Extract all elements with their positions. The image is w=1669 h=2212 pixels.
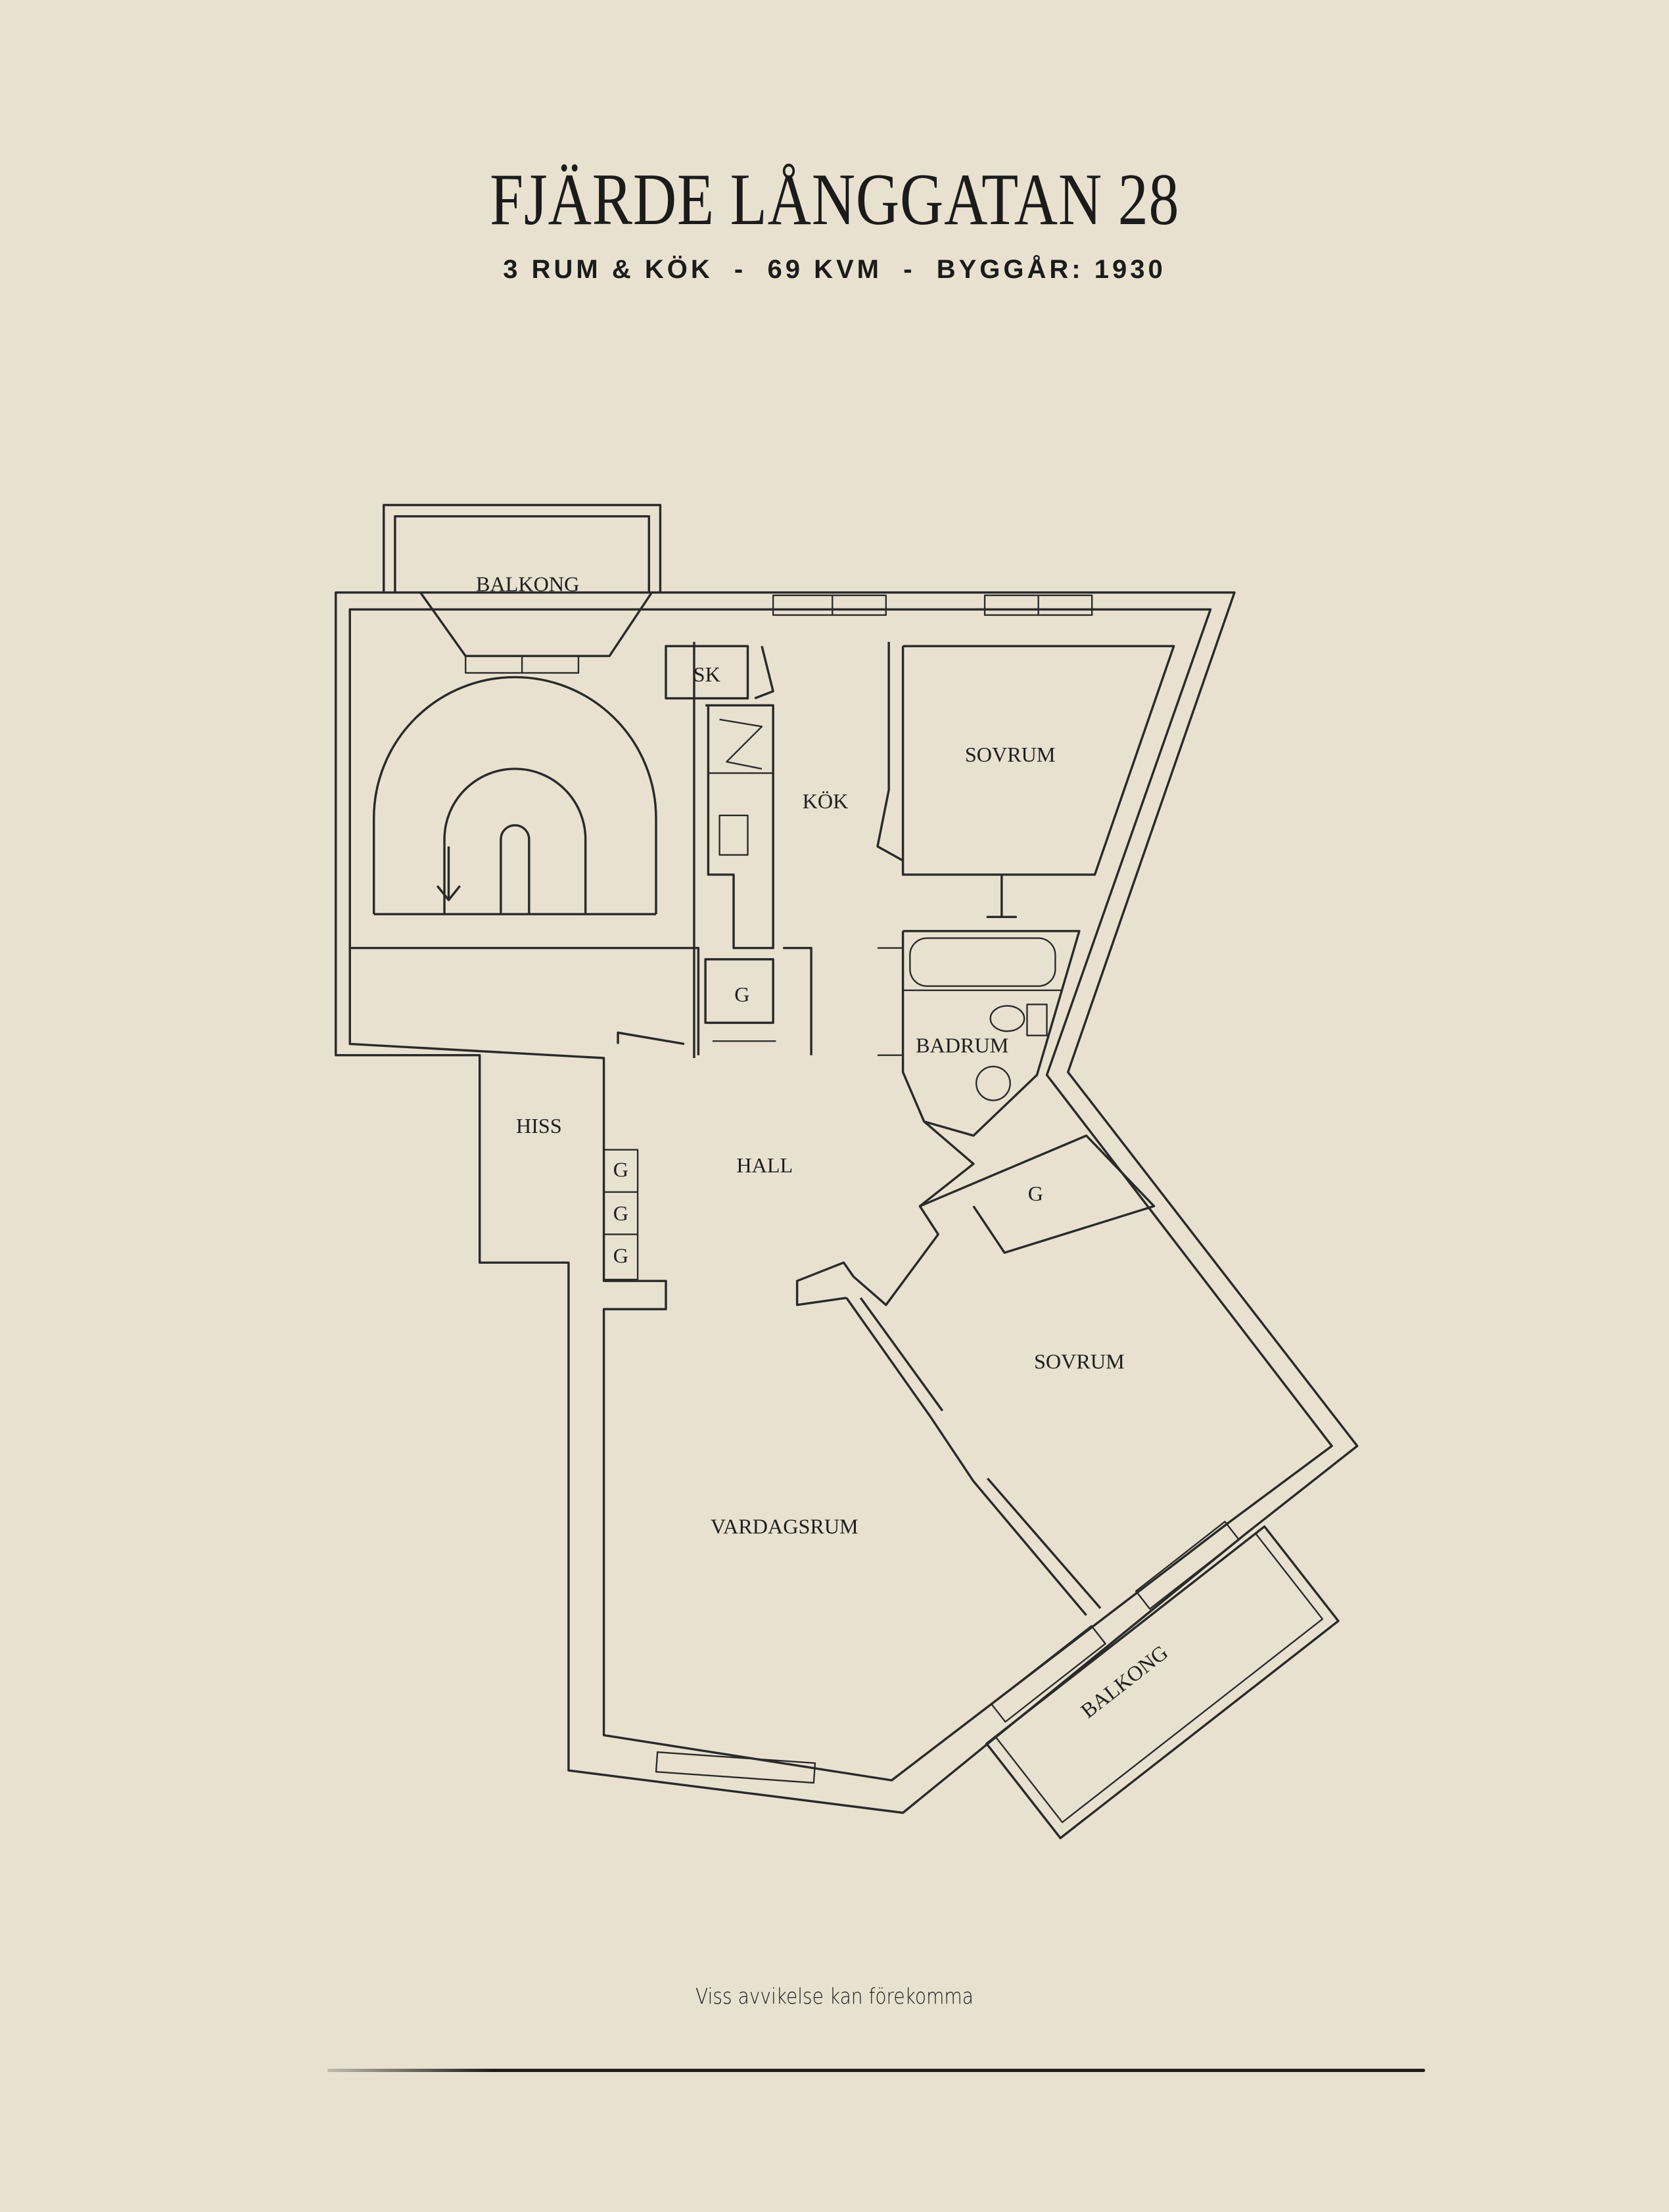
property-summary: 3 RUM & KÖK - 69 KVM - BYGGÅR: 1930 (503, 255, 1166, 284)
room-label-g: G (1028, 1182, 1043, 1205)
windows (655, 594, 1093, 1784)
room-label-balkong: BALKONG (1076, 1640, 1172, 1722)
room-label-sk: SK (693, 662, 720, 686)
room-label-hiss: HISS (516, 1114, 562, 1138)
room-label-sovrum: SOVRUM (965, 743, 1056, 766)
room-label-g: G (613, 1201, 628, 1225)
room-label-vardagsrum: VARDAGSRUM (711, 1514, 858, 1538)
hall-walls (603, 1120, 1156, 1617)
disclaimer: Viss avvikelse kan förekomma (695, 1983, 974, 2009)
top-balcony (383, 503, 662, 674)
room-label-hall: HALL (736, 1153, 793, 1177)
stairwell (350, 676, 700, 1055)
divider-line (327, 2069, 1425, 2072)
room-label-balkong: BALKONG (476, 572, 579, 595)
room-label-g: G (613, 1243, 628, 1267)
kitchen (665, 641, 904, 1059)
room-label-g: G (613, 1157, 628, 1181)
toilet-icon (989, 1005, 1025, 1032)
stove-icon (719, 718, 763, 770)
bedroom-top-walls (901, 645, 1175, 919)
room-label-g: G (734, 982, 749, 1006)
room-label-badrum: BADRUM (916, 1033, 1008, 1057)
bathroom (901, 930, 1081, 1137)
room-label-kok: KÖK (803, 789, 849, 813)
page-title: FJÄRDE LÅNGGATAN 28 (0, 163, 1669, 237)
bottom-balcony (985, 1521, 1340, 1839)
outer-wall (335, 591, 1359, 1814)
room-label-sovrum: SOVRUM (1034, 1349, 1125, 1373)
inner-wall (348, 608, 1333, 1782)
sink-icon (976, 1065, 1011, 1101)
title-text: FJÄRDE LÅNGGATAN 28 (489, 159, 1180, 241)
stair-arrow-icon (436, 885, 461, 902)
